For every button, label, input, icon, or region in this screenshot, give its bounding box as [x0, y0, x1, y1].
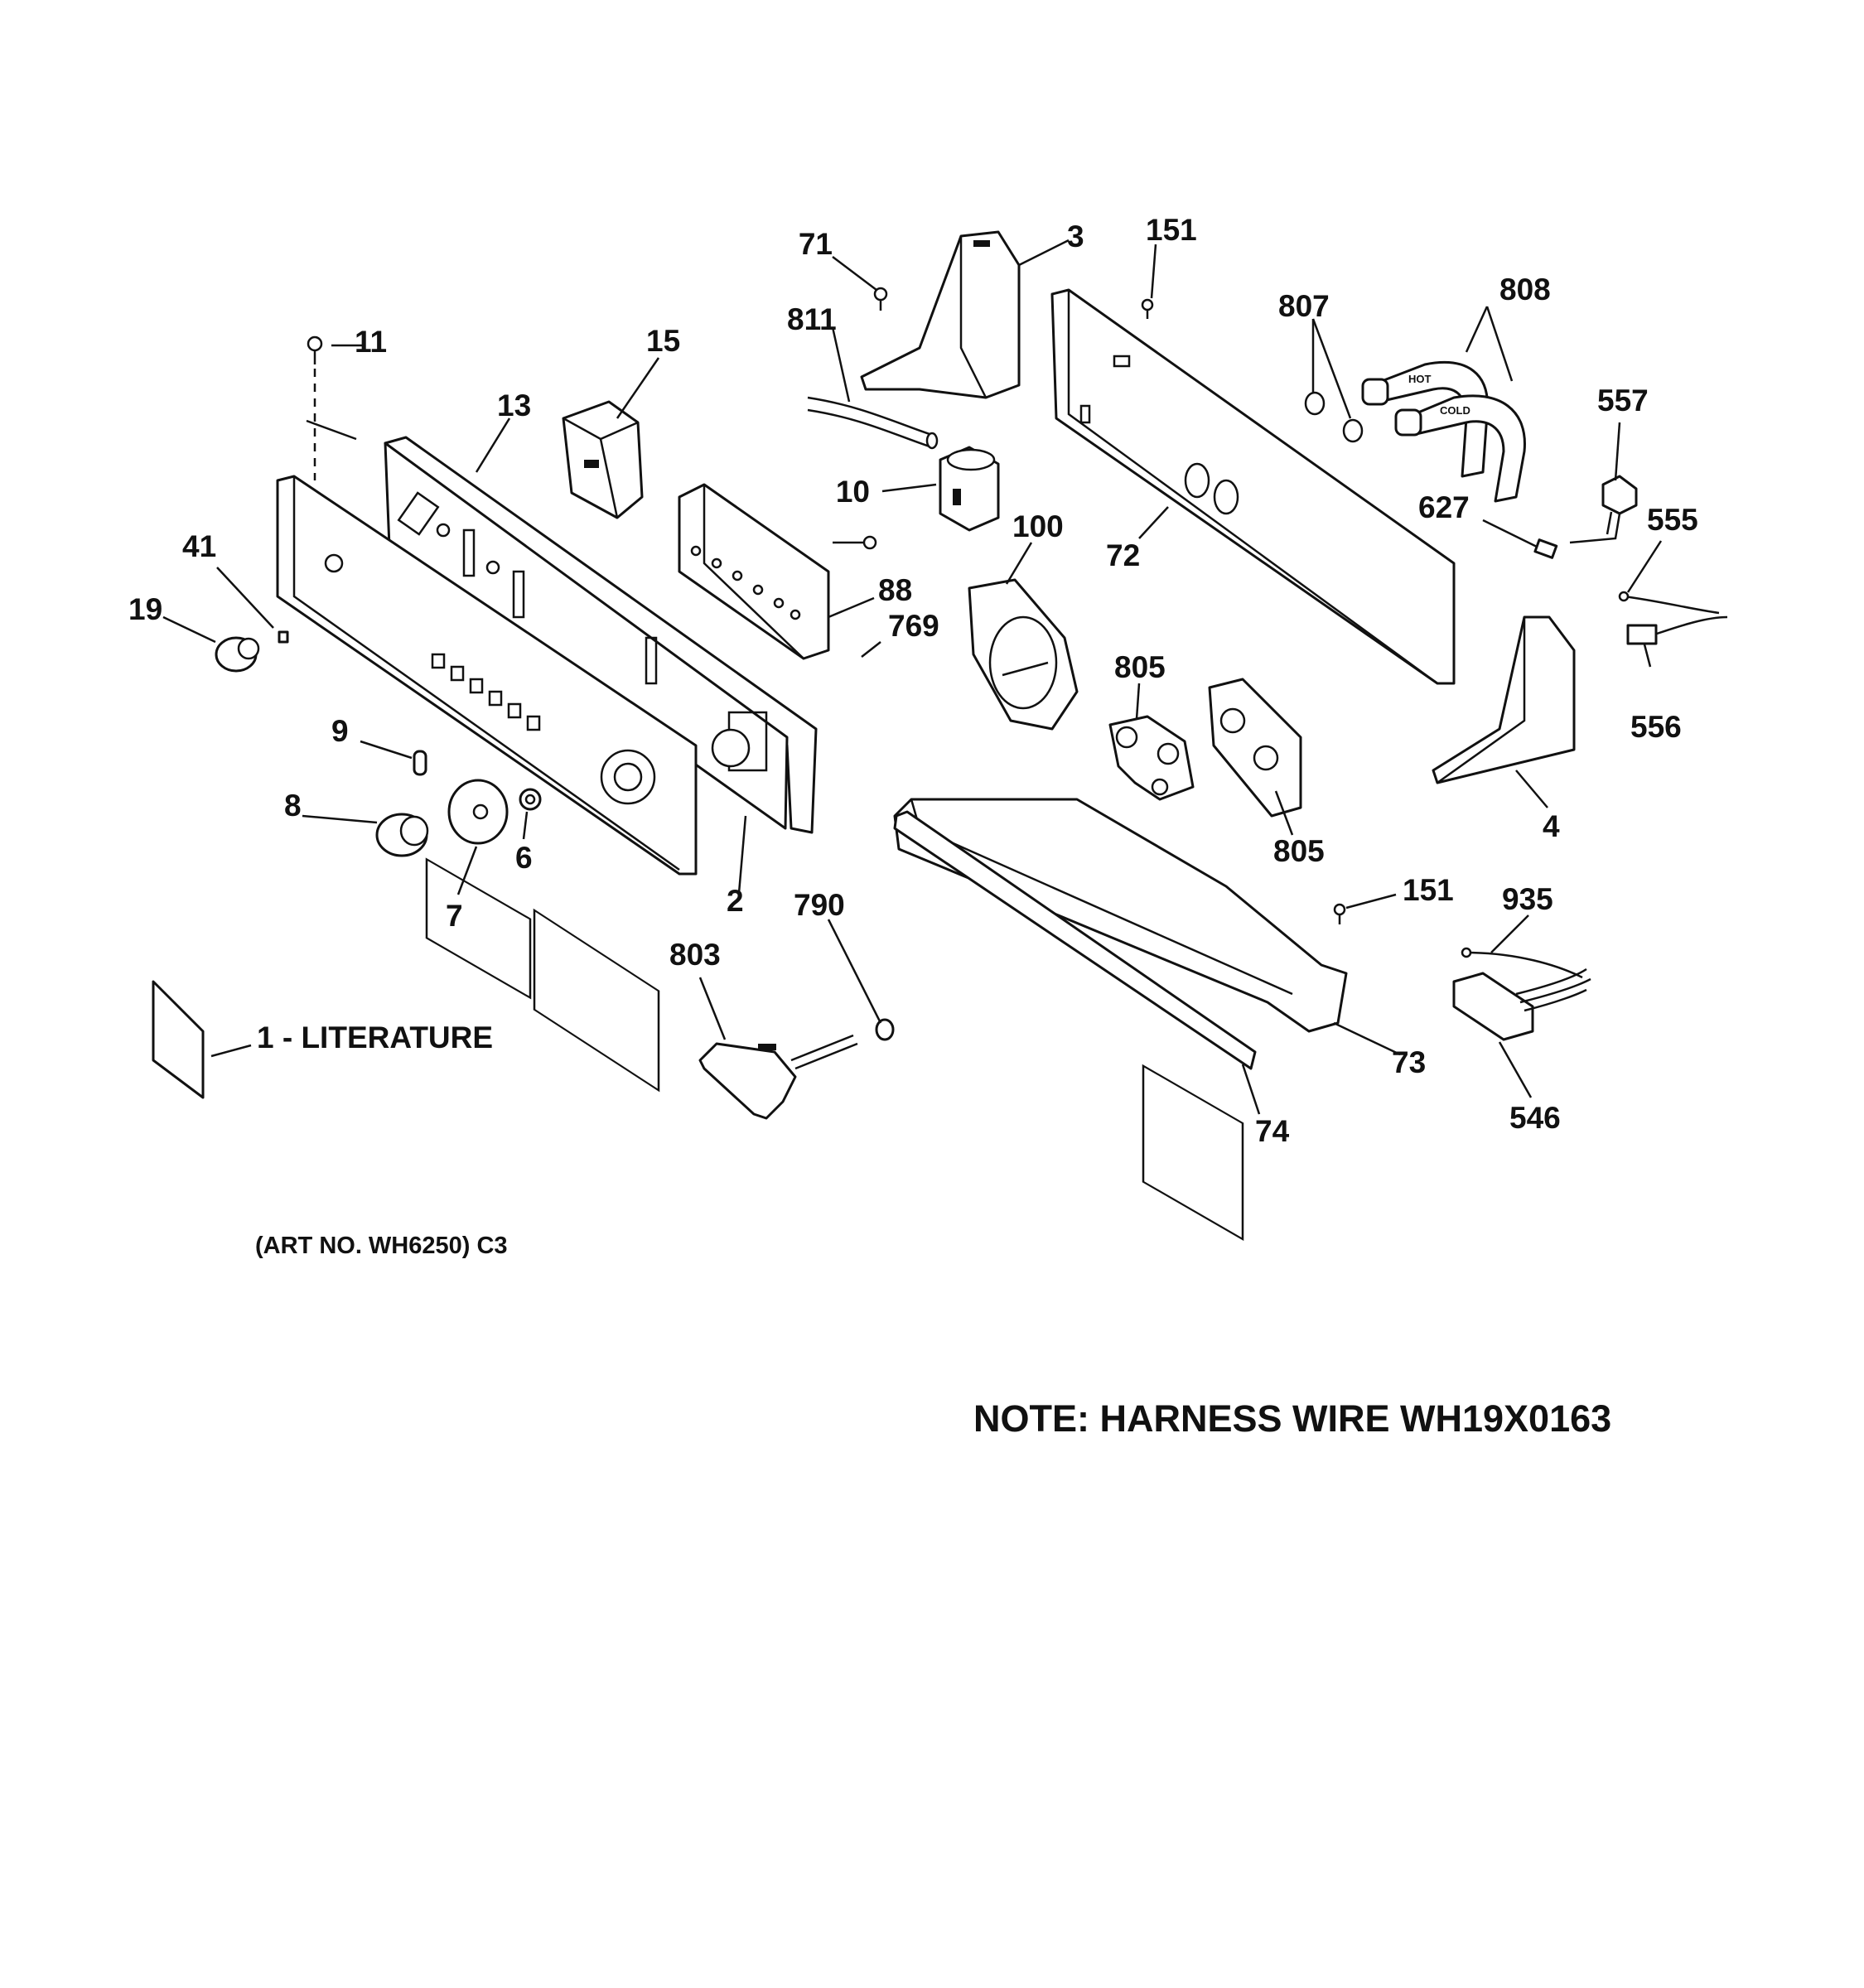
part-151-screw-lower [1333, 903, 1346, 924]
part-546-harness [1452, 967, 1591, 1041]
part-627-plug [1533, 538, 1558, 559]
callout-9: 9 [331, 714, 349, 748]
leader-lines [162, 239, 1663, 1115]
callout-556: 556 [1630, 710, 1682, 744]
cold-hose-label: COLD [1440, 404, 1470, 417]
callout-546: 546 [1509, 1101, 1561, 1135]
callout-10: 10 [836, 475, 870, 509]
part-7-dial [447, 779, 509, 845]
part-2-console-panel [276, 475, 751, 1000]
callout-8: 8 [284, 789, 302, 823]
callout-4: 4 [1543, 809, 1560, 843]
part-88-control-board [678, 483, 877, 660]
callout-13: 13 [497, 388, 531, 422]
part-555-wire [1618, 591, 1720, 615]
part-15-switch [562, 400, 644, 519]
part-6-nut [519, 788, 542, 811]
part-10-pressure-switch [939, 446, 1000, 532]
part-100-timer [968, 578, 1079, 731]
part-8-knob [375, 813, 429, 857]
callout-151-top: 151 [1146, 213, 1197, 247]
literature-label: 1 - LITERATURE [257, 1021, 493, 1054]
callout-811: 811 [787, 302, 837, 336]
callout-627: 627 [1418, 490, 1470, 524]
part-13-backsplash-frame [384, 436, 818, 1093]
part-808-fill-hoses: HOT COLD [1361, 361, 1526, 503]
callout-labels: 3 71 151 807 808 811 11 15 13 557 10 627… [128, 213, 1698, 1148]
callout-555: 555 [1647, 503, 1698, 537]
callout-41: 41 [182, 529, 216, 563]
callout-808: 808 [1499, 273, 1551, 306]
callout-3: 3 [1067, 220, 1084, 253]
callout-7: 7 [446, 899, 463, 933]
part-71-screw [873, 287, 888, 311]
part-19-knob [215, 636, 260, 673]
part-790-clip [875, 1018, 895, 1041]
part-811-hose [807, 396, 939, 450]
callout-151-lower: 151 [1403, 873, 1454, 907]
part-72-rear-panel [1050, 288, 1456, 1241]
part-4-bracket [1432, 615, 1576, 784]
part-807-washers [1304, 391, 1364, 443]
callout-11: 11 [355, 325, 387, 359]
callout-74: 74 [1255, 1114, 1290, 1148]
callout-935: 935 [1502, 882, 1553, 916]
part-41-clip [278, 630, 289, 644]
callout-557: 557 [1597, 384, 1649, 417]
part-74-rail [893, 810, 1257, 1070]
callout-807: 807 [1278, 289, 1330, 323]
part-3-bracket [860, 230, 1021, 399]
part-557-sensor [1569, 475, 1638, 544]
part-556-connector [1626, 615, 1728, 645]
callout-72: 72 [1106, 538, 1140, 572]
callout-71: 71 [799, 227, 833, 261]
part-151-screw-top [1141, 298, 1154, 319]
callout-2: 2 [727, 884, 744, 918]
part-1-literature [152, 980, 205, 1099]
part-935-wire [1461, 947, 1583, 979]
harness-wire-note: NOTE: HARNESS WIRE WH19X0163 [973, 1397, 1611, 1440]
callout-15: 15 [646, 324, 680, 358]
callout-805-left: 805 [1114, 650, 1166, 684]
callout-769: 769 [888, 609, 939, 643]
callout-73: 73 [1392, 1045, 1426, 1079]
part-11-screw [307, 335, 323, 480]
part-803-bracket [698, 1034, 858, 1120]
callout-19: 19 [128, 592, 162, 626]
callout-88: 88 [878, 573, 912, 607]
callout-790: 790 [794, 888, 845, 922]
callout-805-right: 805 [1273, 834, 1325, 868]
part-805-valve-right [1208, 678, 1302, 818]
part-9-spring-clip [413, 750, 427, 776]
callout-803: 803 [669, 938, 721, 972]
board-leds [690, 545, 801, 620]
part-805-valve-left [1108, 715, 1195, 801]
console-buttons [431, 653, 541, 731]
callout-6: 6 [515, 841, 533, 875]
hot-hose-label: HOT [1408, 373, 1432, 385]
callout-100: 100 [1012, 509, 1064, 543]
art-number: (ART NO. WH6250) C3 [255, 1233, 508, 1259]
